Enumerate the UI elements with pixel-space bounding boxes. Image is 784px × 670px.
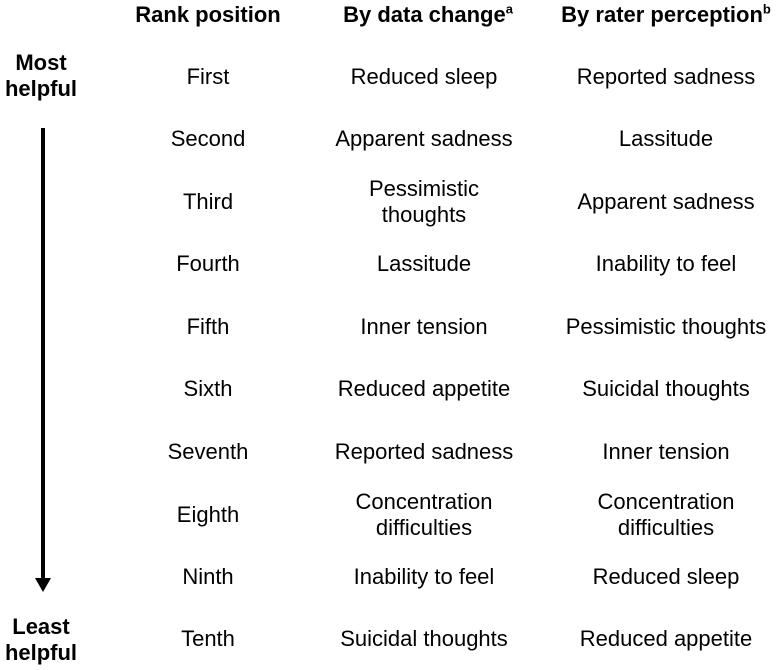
table-row: Ninth Inability to feel Reduced sleep [0,546,784,608]
rank-cell: Ninth [182,564,234,589]
data-change-cell: Reduced appetite [337,376,511,401]
data-change-cell: Reduced sleep [350,64,498,89]
data-change-cell: Suicidal thoughts [340,626,508,651]
rank-cell: First [186,64,230,89]
rank-cell: Fourth [176,251,240,276]
header-by-rater-perception: By rater perceptionb [561,1,771,27]
data-change-cell: Lassitude [376,251,472,276]
rank-cell: Fifth [186,314,230,339]
rater-perception-cell: Reduced sleep [592,564,740,589]
rank-cell: Tenth [181,626,235,651]
rater-perception-cell: Pessimistic thoughts [565,314,767,339]
down-arrow-shaft [41,128,45,580]
table-row: Eighth Concentration difficulties Concen… [0,484,784,546]
rater-perception-cell: Reported sadness [576,64,756,89]
data-change-cell: Concentration difficulties [355,489,493,540]
footnote-marker-b: b [762,1,771,17]
rater-perception-cell: Lassitude [618,126,714,151]
data-change-cell: Pessimistic thoughts [368,176,479,227]
rater-perception-cell: Concentration difficulties [597,489,735,540]
rater-perception-cell: Inner tension [602,439,730,464]
header-rank-position: Rank position [135,2,281,27]
down-arrow-icon [35,578,51,592]
rater-perception-cell: Reduced appetite [579,626,753,651]
rater-perception-cell: Suicidal thoughts [582,376,750,401]
most-helpful-label: Most helpful [4,50,78,101]
data-change-cell: Apparent sadness [335,126,513,151]
table-row: Fifth Inner tension Pessimistic thoughts [0,296,784,358]
table-row: First Reduced sleep Reported sadness [0,46,784,108]
rater-perception-cell: Apparent sadness [577,189,755,214]
data-change-cell: Reported sadness [334,439,514,464]
data-change-cell: Inner tension [360,314,488,339]
rank-cell: Seventh [167,439,249,464]
table-row: Second Apparent sadness Lassitude [0,108,784,170]
table-row: Fourth Lassitude Inability to feel [0,233,784,295]
least-helpful-label: Least helpful [4,614,78,665]
rank-cell: Third [182,189,234,214]
table-row: Tenth Suicidal thoughts Reduced appetite [0,608,784,670]
table-row: Sixth Reduced appetite Suicidal thoughts [0,358,784,420]
rank-cell: Sixth [183,376,233,401]
rank-cell: Eighth [176,502,240,527]
data-change-cell: Inability to feel [353,564,495,589]
footnote-marker-a: a [505,1,513,17]
rank-cell: Second [170,126,246,151]
table-row: Seventh Reported sadness Inner tension [0,421,784,483]
header-by-data-change: By data changea [343,1,513,27]
table-row: Third Pessimistic thoughts Apparent sadn… [0,171,784,233]
rater-perception-cell: Inability to feel [595,251,737,276]
